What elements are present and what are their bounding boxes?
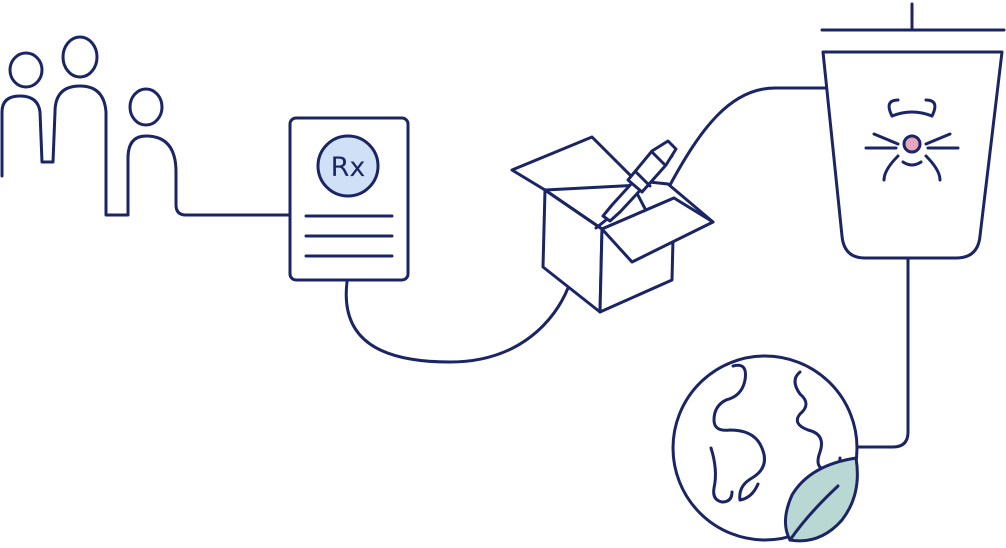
people-icon — [0, 35, 178, 217]
shipping-box-icon — [510, 135, 715, 314]
rx-badge-label: Rx — [331, 152, 366, 183]
leaf-icon — [784, 456, 859, 543]
rx-badge — [316, 134, 380, 198]
connector-prescription-to-box — [344, 280, 570, 364]
connector-bin-to-globe — [854, 258, 910, 449]
connector-people-to-prescription — [174, 170, 292, 217]
sharps-container-icon — [820, 2, 1006, 260]
connector-box-to-bin — [668, 86, 828, 187]
injection-pen-icon — [594, 139, 678, 230]
biohazard-icon — [864, 98, 960, 182]
prescription-document-icon: Rx — [288, 116, 410, 282]
